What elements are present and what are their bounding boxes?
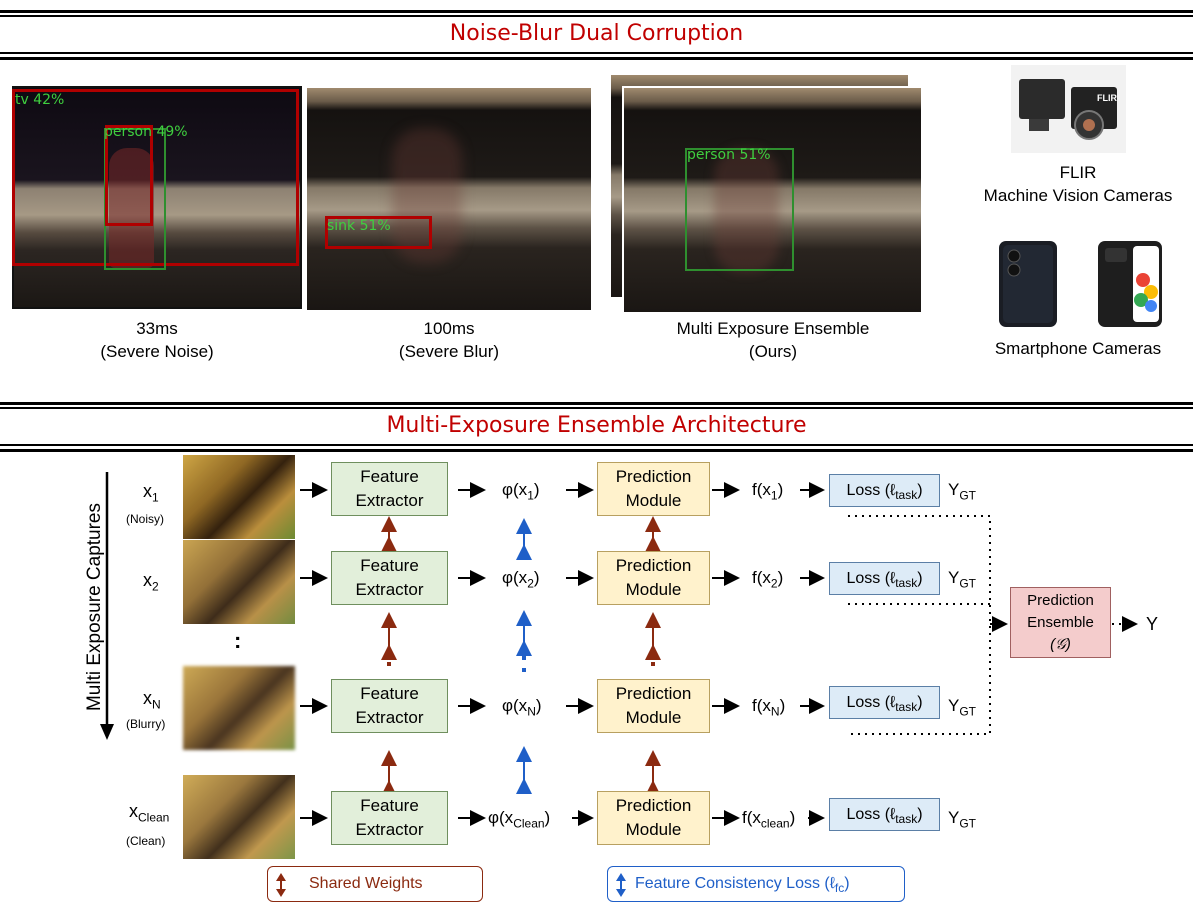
x2-label: x2 xyxy=(143,570,159,594)
person-detection-box-red xyxy=(105,125,153,226)
phi-row1: φ(x1) xyxy=(502,480,540,503)
flir-camera-image: FLIR xyxy=(1011,65,1126,153)
ensemble-symbol: (𝒢) xyxy=(1050,636,1071,653)
blurry-photo xyxy=(307,88,591,310)
loss-clean: Loss (ℓtask) xyxy=(829,798,940,831)
blurry-person-figure xyxy=(392,128,462,263)
captures-axis-arrow xyxy=(100,472,114,747)
ensemble-photo xyxy=(622,86,921,312)
sink-detection-label: sink 51% xyxy=(327,218,391,234)
ygt-row2: YGT xyxy=(948,568,977,591)
top-rule-2 xyxy=(0,15,1193,17)
thumbnail-x2 xyxy=(183,540,295,624)
tv-detection-label: tv 42% xyxy=(15,92,65,108)
top-rule-1 xyxy=(0,10,1193,13)
ensemble-person-detection-label: person 51% xyxy=(687,147,771,163)
person-detection-label: person 49% xyxy=(104,124,188,140)
f-row2: f(x2) xyxy=(752,568,784,591)
legend-consistency-label: Feature Consistency Loss (ℓfc) xyxy=(635,875,850,896)
bottom-rule-3 xyxy=(0,444,1193,446)
consistency-ellipsis-dots xyxy=(522,656,526,672)
vertical-ellipsis-thumbs: : xyxy=(234,628,242,653)
flir-logo-text: FLIR xyxy=(1097,93,1117,103)
shared-weights-icon xyxy=(276,873,286,897)
loss-row1: Loss (ℓtask) xyxy=(829,474,940,507)
thumbnail-xN xyxy=(183,666,295,750)
f-row1: f(x1) xyxy=(752,480,784,503)
tv-detection-box xyxy=(12,89,299,266)
output-y: Y xyxy=(1146,614,1159,634)
dotted-loss-to-ensemble-outer xyxy=(848,515,991,735)
phi-row2: φ(x2) xyxy=(502,568,540,591)
blurry-caption-line2: (Severe Blur) xyxy=(398,342,500,361)
consistency-icon xyxy=(616,873,626,897)
ensemble-caption-line2: (Ours) xyxy=(748,342,798,361)
top-rule-4 xyxy=(0,57,1193,60)
ygt-rowN: YGT xyxy=(948,696,977,719)
bottom-rule-4 xyxy=(0,449,1193,452)
xclean-label: xClean xyxy=(129,801,170,825)
xN-label: xN xyxy=(143,688,161,712)
f-clean: f(xclean) xyxy=(742,808,796,831)
x1-note: (Noisy) xyxy=(126,512,164,526)
android-phone-image xyxy=(1097,240,1163,333)
top-rule-3 xyxy=(0,52,1193,54)
top-section-title: Noise-Blur Dual Corruption xyxy=(449,21,744,46)
ygt-clean: YGT xyxy=(948,808,977,831)
smartphone-caption: Smartphone Cameras xyxy=(994,339,1162,358)
xN-note: (Blurry) xyxy=(126,717,166,731)
thumbnail-clean xyxy=(183,775,295,859)
noisy-caption-line1: 33ms xyxy=(136,319,178,338)
ensemble-person-figure xyxy=(714,148,779,273)
loss-row2: Loss (ℓtask) xyxy=(829,562,940,595)
bottom-section-title: Multi-Exposure Ensemble Architecture xyxy=(386,413,807,438)
ensemble-person-detection-box xyxy=(685,148,794,271)
flir-caption-line2: Machine Vision Cameras xyxy=(983,186,1173,205)
sink-detection-box xyxy=(325,216,432,249)
noisy-photo xyxy=(12,86,302,309)
prediction-ensemble-box: Prediction Ensemble (𝒢) xyxy=(1010,587,1111,658)
legend-shared-weights: Shared Weights xyxy=(267,866,483,902)
noisy-person-figure xyxy=(109,148,154,268)
phi-rowN: φ(xN) xyxy=(502,696,542,719)
ensemble-line2: Ensemble xyxy=(1027,614,1094,631)
noisy-caption-line2: (Severe Noise) xyxy=(100,342,214,361)
x1-label: x1 xyxy=(143,481,159,505)
thumbnail-x1 xyxy=(183,455,295,539)
phi-clean: φ(xClean) xyxy=(488,808,551,831)
bottom-rule-2 xyxy=(0,407,1193,409)
iphone-image xyxy=(998,240,1058,333)
blurry-caption-line1: 100ms xyxy=(423,319,475,338)
ensemble-caption-line1: Multi Exposure Ensemble xyxy=(676,319,870,338)
legend-feature-consistency: Feature Consistency Loss (ℓfc) xyxy=(607,866,905,902)
f-rowN: f(xN) xyxy=(752,696,786,719)
flir-caption-line1: FLIR xyxy=(1059,163,1097,182)
shared-ellipsis-dots xyxy=(387,662,655,666)
ygt-row1: YGT xyxy=(948,480,977,503)
ensemble-line1: Prediction xyxy=(1027,592,1094,609)
loss-rowN: Loss (ℓtask) xyxy=(829,686,940,719)
legend-shared-label: Shared Weights xyxy=(309,875,423,892)
xclean-note: (Clean) xyxy=(126,834,166,848)
bottom-rule-1 xyxy=(0,402,1193,405)
